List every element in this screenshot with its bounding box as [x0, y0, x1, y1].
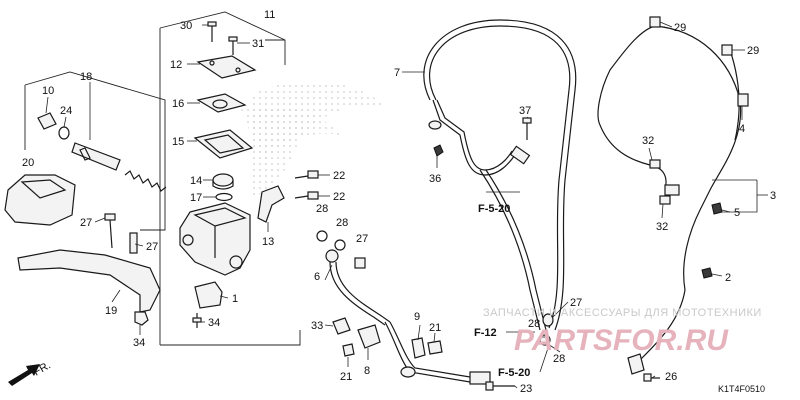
circlip-30	[58, 126, 70, 140]
nut-36	[433, 144, 444, 157]
callout-28d: 28	[553, 353, 565, 365]
callout-18: 18	[80, 71, 92, 83]
callout-22a: 22	[333, 170, 345, 182]
callout-37: 37	[519, 105, 531, 117]
callout-33b: 31	[252, 38, 264, 50]
bolt-37	[522, 117, 532, 140]
callout-12: 12	[170, 59, 182, 71]
callout-8: 8	[364, 365, 370, 377]
bolt-26	[643, 373, 660, 382]
callout-25: 27	[80, 217, 92, 229]
boot-14	[212, 173, 234, 190]
callout-27b: 27	[570, 297, 582, 309]
bolt-23	[485, 381, 515, 391]
diagram-code: K1T4F0510	[718, 384, 765, 394]
nut-35	[134, 311, 149, 326]
callout-3: 3	[770, 190, 776, 202]
callout-16: 16	[172, 98, 184, 110]
leader-lines	[45, 21, 768, 389]
section-refs: F-5-20 F-12 F-5-20	[474, 191, 549, 379]
watermark-wing-logo	[240, 80, 390, 200]
callout-29a: 29	[674, 22, 686, 34]
watermark-caption: ЗАПЧАСТИ И АКСЕССУАРЫ ДЛЯ МОТОТЕХНИКИ	[483, 307, 762, 319]
boot-10	[37, 112, 57, 130]
callout-11: 11	[264, 9, 275, 21]
callout-15: 15	[172, 136, 184, 148]
brake-hose-7	[423, 19, 577, 346]
ref-f-5-20-a: F-5-20	[478, 203, 510, 215]
callout-32a: 32	[642, 135, 654, 147]
callout-20: 20	[22, 157, 34, 169]
piston-set-frame	[24, 71, 166, 231]
diaphragm-15	[193, 129, 254, 159]
front-arrow	[8, 364, 40, 386]
callout-1: 1	[232, 293, 238, 305]
callouts: 30 31 11 12 16 15 14 17 1 34 13 22 22 10…	[22, 9, 776, 395]
callout-27a: 27	[356, 233, 368, 245]
reservoir-cap-12	[196, 55, 257, 79]
ref-f-12: F-12	[474, 327, 497, 339]
screw-34	[192, 313, 202, 328]
callout-13: 13	[262, 236, 274, 248]
callout-23: 23	[520, 383, 532, 395]
piston-rod	[71, 142, 121, 171]
callout-19: 19	[105, 305, 117, 317]
callout-22b: 22	[333, 191, 345, 203]
callout-14: 14	[190, 175, 202, 187]
lever-19	[17, 249, 161, 313]
front-direction-label: FR.	[32, 359, 53, 378]
sensor-cable-3	[597, 16, 749, 375]
callout-29b: 29	[747, 45, 759, 57]
callout-26: 26	[665, 371, 677, 383]
bolts-22	[294, 170, 319, 200]
clamp-31	[332, 317, 351, 335]
callout-21a: 21	[340, 371, 352, 383]
callout-28a: 28	[316, 203, 328, 215]
callout-7: 7	[394, 67, 400, 79]
screw-33b	[228, 36, 238, 55]
callout-2: 2	[725, 272, 731, 284]
callout-28b: 28	[336, 217, 348, 229]
callout-24: 27	[146, 241, 158, 253]
bolt-25-24	[104, 213, 138, 254]
callout-35: 34	[133, 337, 145, 349]
watermark-brand: PARTSFOR.RU	[514, 324, 729, 357]
callout-17: 17	[190, 192, 202, 204]
washers-28-27	[316, 230, 366, 269]
brake-hose-6	[325, 249, 491, 385]
ref-f-5-20-b: F-5-20	[498, 367, 530, 379]
holder-13	[257, 185, 285, 223]
callout-21b: 21	[429, 322, 441, 334]
callout-28c: 28	[528, 318, 540, 330]
callout-4: 4	[739, 123, 745, 135]
circlip-17	[215, 192, 233, 202]
bracket-8	[342, 324, 381, 357]
callout-36: 36	[429, 173, 441, 185]
callout-32b: 32	[656, 221, 668, 233]
spring	[124, 170, 167, 192]
callout-30: 24	[60, 105, 72, 117]
callout-5: 5	[734, 207, 740, 219]
screw-33a	[207, 21, 217, 42]
callout-31: 33	[311, 320, 323, 332]
assembly-frame	[159, 11, 301, 346]
master-cylinder-body	[179, 202, 251, 276]
joint-9	[411, 337, 443, 359]
callout-9: 9	[414, 311, 420, 323]
cover-20	[4, 174, 76, 226]
callout-34: 34	[208, 317, 220, 329]
plate-16	[196, 93, 247, 113]
callout-33a: 30	[180, 20, 192, 32]
switch-1	[194, 281, 223, 309]
callout-10: 10	[42, 85, 54, 97]
callout-6: 6	[314, 271, 320, 283]
